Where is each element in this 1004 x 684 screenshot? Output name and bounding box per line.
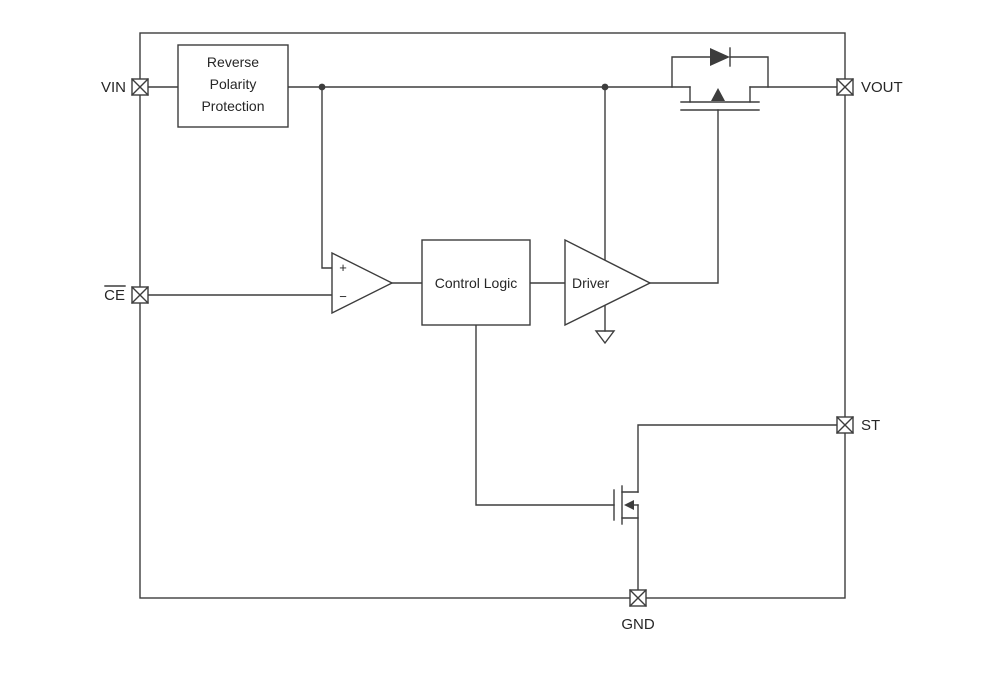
pin-ce	[131, 286, 149, 304]
wire-rail-to-comparator-plus	[321, 86, 333, 269]
driver-label: Driver	[572, 275, 610, 291]
control-logic-label: Control Logic	[435, 275, 518, 291]
pin-x-icon	[836, 416, 854, 434]
reverse-polarity-label-line2: Polarity	[210, 76, 257, 92]
reverse-polarity-box	[177, 44, 289, 128]
wire-driver-to-pmos-gate	[649, 109, 719, 284]
pmos-pass-transistor	[671, 47, 769, 111]
pmos-body-arrow-icon	[711, 88, 725, 101]
pin-gnd-label: GND	[621, 616, 655, 633]
pin-gnd	[629, 589, 647, 607]
nmos-transistor	[613, 485, 639, 525]
junction-dot	[601, 83, 609, 91]
pin-x-icon	[629, 589, 647, 607]
pin-vout-label: VOUT	[861, 79, 903, 96]
pin-vin-label: VIN	[101, 79, 126, 96]
reverse-polarity-label-line1: Reverse	[207, 54, 259, 70]
body-diode-icon	[710, 48, 730, 66]
block-reverse-polarity-protection: Reverse Polarity Protection	[177, 44, 289, 128]
ic-boundary	[139, 32, 846, 599]
body-diode-wire-left	[671, 56, 711, 88]
comparator-plus-label: +	[339, 260, 347, 275]
pin-vout	[836, 78, 854, 96]
wire-control-logic-to-nmos-gate	[475, 324, 615, 506]
nmos-body-arrow-icon	[624, 500, 634, 510]
comparator-symbol: + −	[331, 251, 394, 315]
driver-symbol: Driver	[564, 238, 652, 327]
body-diode-wire-right	[729, 56, 769, 88]
reverse-polarity-label-line3: Protection	[201, 98, 264, 114]
comparator-minus-label: −	[339, 289, 347, 304]
pin-ce-label: CE	[104, 287, 125, 304]
driver-triangle	[564, 238, 652, 327]
pin-x-icon	[836, 78, 854, 96]
control-logic-box	[421, 239, 531, 326]
block-control-logic: Control Logic	[421, 239, 531, 326]
comparator-triangle	[331, 251, 394, 315]
ground-icon	[594, 330, 616, 345]
junction-dot	[318, 83, 326, 91]
pin-vin	[131, 78, 149, 96]
wire-st-to-nmos-drain	[637, 424, 838, 493]
pin-st-label: ST	[861, 417, 880, 434]
pin-x-icon	[131, 78, 149, 96]
pin-st	[836, 416, 854, 434]
pin-x-icon	[131, 286, 149, 304]
